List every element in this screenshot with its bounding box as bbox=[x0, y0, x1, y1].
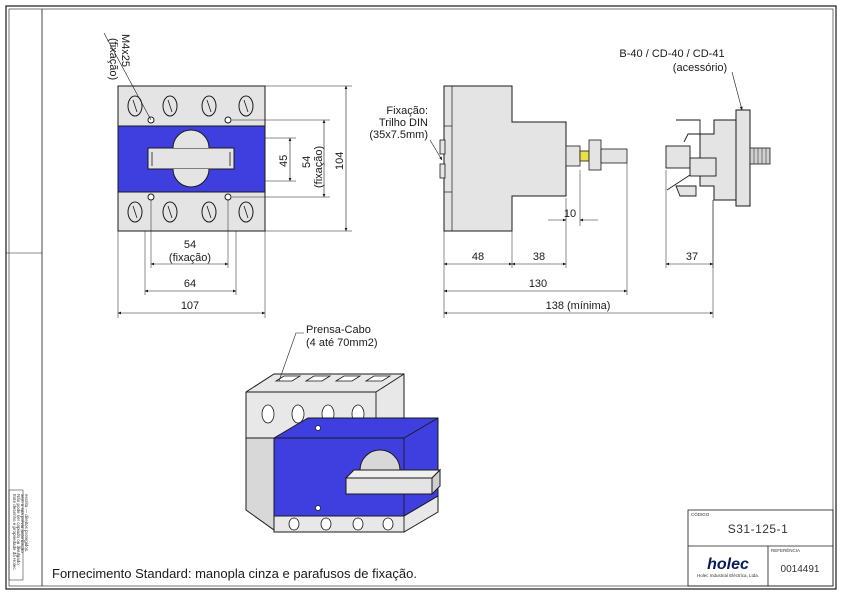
accessory-leader bbox=[731, 71, 743, 111]
m4-label: M4x25 bbox=[119, 34, 131, 67]
shaft-end bbox=[600, 148, 628, 164]
fixacao-line1: Fixação: bbox=[386, 105, 428, 117]
accessory-label-line2: (acessório) bbox=[673, 62, 727, 74]
terminal-screw bbox=[201, 201, 217, 223]
accessory-view: B-40 / CD-40 / CD-41 (acessório) 37 bbox=[619, 48, 771, 268]
codigo-value: S31-125-1 bbox=[728, 522, 789, 536]
din-clip bbox=[439, 139, 446, 155]
door-plate bbox=[735, 109, 751, 207]
dim-64: 64 bbox=[184, 278, 196, 290]
shaft-yellow bbox=[579, 150, 590, 162]
referencia-label: REFERÊNCIA bbox=[771, 546, 800, 553]
side-note-line2: Não pode ser copiado ou divulgado bbox=[16, 494, 21, 565]
title-block: CÓDIGO S31-125-1 REFERÊNCIA 0014491 hole… bbox=[687, 509, 834, 587]
holec-logo-sub: Holec Industrial Eléctrica, Ltda. bbox=[697, 573, 759, 578]
isometric-view: Prensa-Cabo (4 até 70mm2) bbox=[245, 324, 442, 533]
side-note-line4: escrita — direitos protegidos. bbox=[24, 494, 29, 552]
footer-note: Fornecimento Standard: manopla cinza e p… bbox=[52, 566, 417, 581]
fixacao-line3: (35x7.5mm) bbox=[369, 129, 428, 141]
side-view: Fixação: Trilho DIN (35x7.5mm) 10 48 38 … bbox=[369, 85, 714, 318]
iso-terminals bbox=[274, 375, 392, 382]
shaft-nut bbox=[588, 139, 602, 171]
shaft-collar bbox=[565, 145, 581, 167]
threaded-shaft bbox=[749, 147, 771, 165]
dim-107: 107 bbox=[181, 300, 199, 312]
terminal-screw bbox=[238, 95, 254, 117]
terminal-screw bbox=[162, 201, 178, 223]
terminal-screw bbox=[238, 201, 254, 223]
dim-48: 48 bbox=[472, 251, 484, 263]
fixacao-leader bbox=[429, 139, 443, 161]
handle-knob-top bbox=[172, 129, 210, 149]
dim-37: 37 bbox=[686, 251, 698, 263]
side-note: Este desenho é propriedade da Holec. Não… bbox=[8, 489, 29, 581]
terminal-screw bbox=[201, 95, 217, 117]
handle-knob-bottom bbox=[172, 168, 210, 188]
side-note-line3: sem a sua prévia autorização bbox=[20, 494, 25, 553]
dim-138: 138 (mínima) bbox=[546, 300, 611, 312]
accessory-knob bbox=[665, 145, 691, 169]
iso-handle-bar bbox=[345, 477, 433, 495]
dim-54-vertical-sub: (fixação) bbox=[313, 146, 325, 188]
din-clip bbox=[439, 163, 446, 179]
referencia-value: 0014491 bbox=[781, 564, 820, 575]
side-body bbox=[443, 85, 567, 232]
dim-54-horizontal: 54 bbox=[184, 239, 196, 251]
terminal-screw bbox=[127, 95, 143, 117]
codigo-label: CÓDIGO bbox=[691, 511, 710, 517]
side-note-line1: Este desenho é propriedade da Holec. bbox=[12, 494, 17, 571]
accessory-body bbox=[699, 119, 737, 201]
prensa-label-line1: Prensa-Cabo bbox=[306, 324, 371, 336]
front-view: M4x25 (fixação) 45 54 (fixação) 104 54 (… bbox=[103, 32, 352, 318]
terminal-screw bbox=[127, 201, 143, 223]
accessory-label-line1: B-40 / CD-40 / CD-41 bbox=[619, 48, 724, 60]
dim-54-vertical: 54 bbox=[301, 156, 313, 168]
m4-leader bbox=[103, 32, 152, 121]
dim-104: 104 bbox=[334, 152, 346, 170]
holec-logo: holec bbox=[707, 556, 749, 573]
dim-130: 130 bbox=[529, 278, 547, 290]
fixing-hole bbox=[224, 193, 232, 201]
terminal-screw bbox=[162, 95, 178, 117]
fixing-hole bbox=[224, 116, 232, 124]
dim-10: 10 bbox=[564, 208, 576, 220]
sheet-border bbox=[5, 5, 837, 590]
fixacao-line2: Trilho DIN bbox=[379, 117, 428, 129]
dim-38: 38 bbox=[533, 251, 545, 263]
handle-bar bbox=[147, 147, 235, 170]
dim-54-horizontal-sub: (fixação) bbox=[169, 252, 211, 264]
sheet-inner-border bbox=[8, 8, 834, 587]
prensa-label-line2: (4 até 70mm2) bbox=[306, 337, 378, 349]
m4-sublabel: (fixação) bbox=[107, 38, 119, 80]
fixing-hole bbox=[147, 193, 155, 201]
dim-45: 45 bbox=[278, 155, 290, 167]
prensa-leader bbox=[278, 332, 304, 382]
